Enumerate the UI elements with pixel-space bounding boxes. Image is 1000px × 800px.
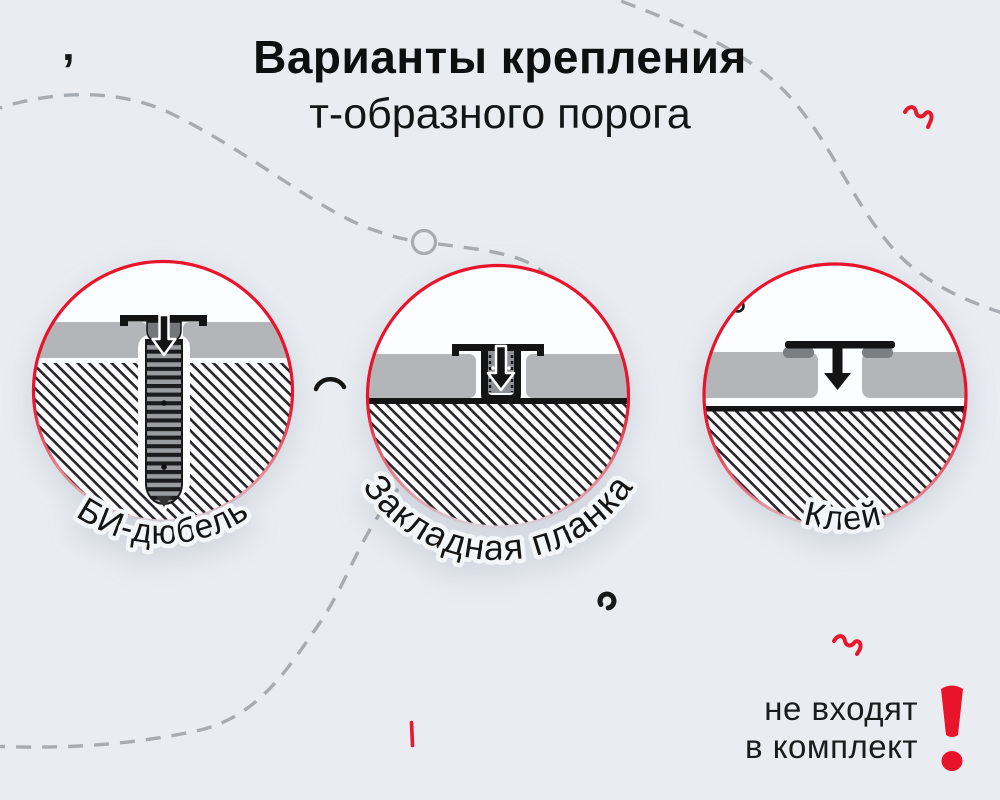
highlight-dot (507, 366, 511, 370)
t-profile-top (785, 341, 895, 349)
down-arrow-icon (486, 344, 516, 392)
method-circle-glue: Клей (702, 262, 968, 543)
dowel-tip (156, 496, 172, 507)
substrate-top-line (705, 406, 965, 412)
method-circle-bi-dowel: БИ-дюбель (31, 259, 295, 556)
floor-panel-left (705, 352, 818, 398)
floor-panel-right (183, 322, 292, 358)
arc-mark-icon (313, 377, 347, 392)
red-ring (702, 262, 968, 528)
floor-panel-left (34, 322, 147, 358)
glue-blob-right (862, 347, 893, 358)
floor-panel-right (526, 354, 628, 398)
red-ring (365, 263, 631, 529)
dashed-curve-top-right (613, 0, 1000, 314)
apostrophe-icon: ’ (62, 44, 75, 96)
mounting-track (481, 351, 521, 403)
red-squiggle-top-icon (903, 105, 934, 129)
dashed-curve-top-left (0, 92, 411, 242)
red-ring (31, 259, 295, 523)
highlight-dot (491, 366, 495, 370)
hook-mark-icon (597, 591, 617, 611)
dashed-curve-bottom-left (0, 487, 400, 749)
dowel-pin-1 (161, 400, 167, 406)
decorative-ring-icon (410, 228, 438, 256)
exclamation-mark-icon (941, 685, 963, 771)
floor-panel-left (368, 354, 476, 398)
title-line-2: т-образного порога (309, 90, 691, 139)
note-line-2: в комплект (745, 728, 918, 765)
red-tick-icon (409, 720, 415, 748)
down-arrow-icon (824, 345, 851, 390)
not-included-note: не входят в комплект (745, 682, 970, 774)
title-line-1: Варианты крепления (253, 31, 747, 83)
bi-dowel-cross-section-icon (34, 313, 292, 520)
note-text: не входят в комплект (745, 690, 918, 765)
note-line-1: не входят (764, 690, 918, 728)
method-label-glue: Клей (801, 495, 885, 538)
dowel-pin-2 (161, 464, 167, 470)
method-circle-mounting-plate: Закладная планка (355, 263, 644, 573)
down-arrow-icon (151, 313, 177, 357)
glue-blob-left (783, 347, 814, 358)
floor-panel-right (862, 352, 965, 398)
red-squiggle-bottom-icon (832, 634, 863, 656)
dowel-body (145, 339, 183, 506)
page-title: Варианты крепления т-образного порога (0, 30, 1000, 141)
